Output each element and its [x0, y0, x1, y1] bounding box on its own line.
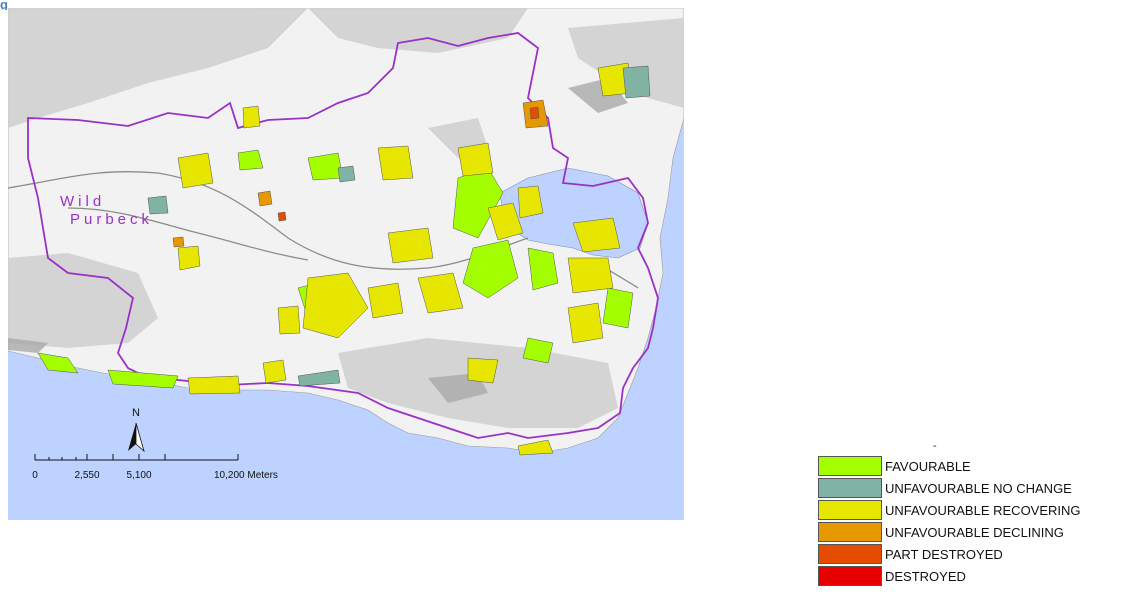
scale-bar	[34, 454, 239, 461]
legend-item: UNFAVOURABLE DECLINING	[818, 521, 1081, 543]
north-arrow: N	[128, 407, 145, 453]
scale-tick-0: 0	[32, 470, 38, 481]
legend-item: UNFAVOURABLE NO CHANGE	[818, 477, 1081, 499]
legend-swatch	[818, 544, 882, 564]
legend-item: PART DESTROYED	[818, 543, 1081, 565]
legend-swatch	[818, 566, 882, 586]
legend-swatch	[818, 522, 882, 542]
scale-tick-5100: 5,100	[126, 470, 151, 481]
habitat-favourable	[37, 149, 634, 389]
wild-purbeck-boundary	[27, 32, 659, 439]
scale-tick-2550: 2,550	[74, 470, 99, 481]
habitat-condition-map: Wild Purbeck N 0 2,550 5,100 10,200 Mete…	[8, 8, 684, 520]
scale-bar-labels: 0 2,550 5,100 10,200 Meters	[32, 470, 278, 481]
map-legend: FAVOURABLE UNFAVOURABLE NO CHANGE UNFAVO…	[818, 455, 1081, 587]
caption-fragment: g	[0, 0, 8, 10]
place-label-line1: Wild	[60, 193, 105, 210]
legend-swatch	[818, 500, 882, 520]
legend-label: UNFAVOURABLE NO CHANGE	[885, 480, 1072, 496]
legend-dash: -	[933, 440, 937, 452]
legend-label: DESTROYED	[885, 568, 966, 584]
legend-item: UNFAVOURABLE RECOVERING	[818, 499, 1081, 521]
habitat-recovering	[177, 62, 634, 456]
legend-label: UNFAVOURABLE RECOVERING	[885, 502, 1081, 518]
habitat-part-destroyed	[277, 106, 540, 222]
legend-label: FAVOURABLE	[885, 458, 971, 474]
habitat-no-change	[147, 65, 651, 387]
scale-tick-10200: 10,200 Meters	[214, 470, 278, 481]
north-arrow-icon	[128, 423, 136, 451]
legend-swatch	[818, 456, 882, 476]
legend-swatch	[818, 478, 882, 498]
north-arrow-label: N	[132, 407, 140, 419]
legend-item: FAVOURABLE	[818, 455, 1081, 477]
legend-item: DESTROYED	[818, 565, 1081, 587]
place-label-line2: Purbeck	[70, 211, 153, 228]
legend-label: UNFAVOURABLE DECLINING	[885, 524, 1064, 540]
legend-label: PART DESTROYED	[885, 546, 1003, 562]
